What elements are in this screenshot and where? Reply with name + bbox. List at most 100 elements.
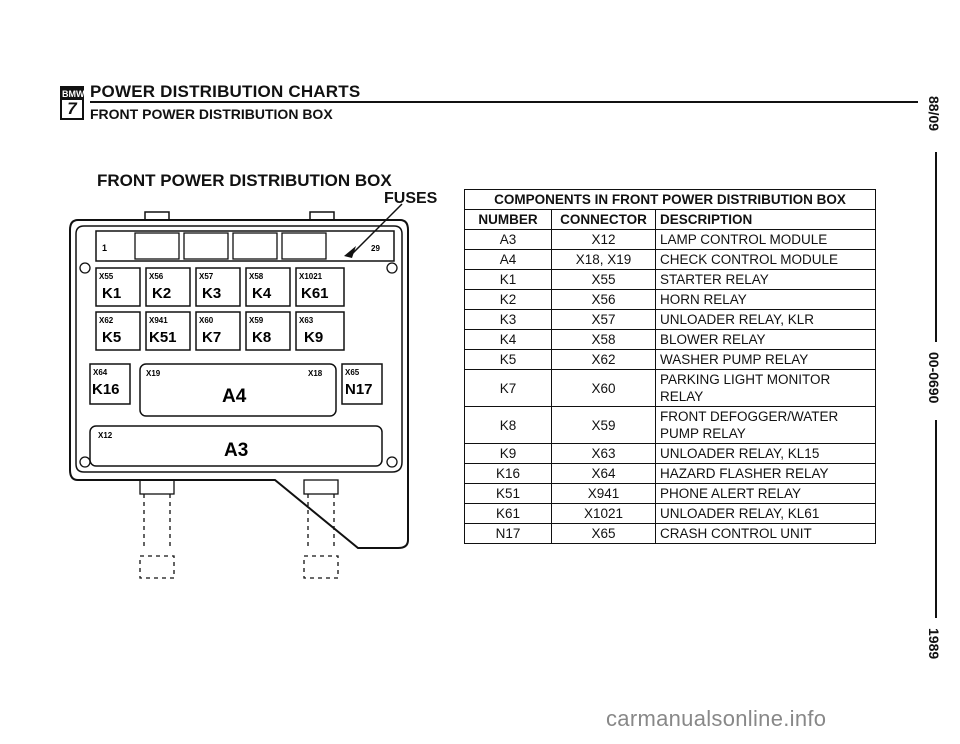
relay-N17: X65 N17	[341, 363, 383, 405]
table-caption: COMPONENTS IN FRONT POWER DISTRIBUTION B…	[464, 189, 876, 210]
cell-number: K5	[464, 349, 552, 370]
cell-connector: X18, X19	[551, 249, 656, 270]
cell-description: BLOWER RELAY	[655, 329, 876, 350]
cell-description: PHONE ALERT RELAY	[655, 483, 876, 504]
top-tab-right	[309, 211, 335, 221]
cell-description: UNLOADER RELAY, KLR	[655, 309, 876, 330]
a4-connector-left: X19	[146, 369, 161, 378]
cell-connector: X60	[551, 369, 656, 407]
cell-number: N17	[464, 523, 552, 544]
cell-description: PARKING LIGHT MONITOR RELAY	[655, 369, 876, 407]
cell-number: K8	[464, 406, 552, 444]
fuse-strip	[95, 230, 395, 262]
fuse-blocks	[134, 232, 327, 260]
relay-connector: X65	[345, 368, 360, 377]
cell-connector: X12	[551, 229, 656, 250]
fuses-leader-line	[349, 203, 403, 257]
cell-connector: X62	[551, 349, 656, 370]
relay-label: K8	[252, 329, 271, 346]
relay-K2: X56 K2	[145, 267, 191, 307]
relay-connector: X56	[149, 272, 164, 281]
cell-description: STARTER RELAY	[655, 269, 876, 290]
cell-number: A3	[464, 229, 552, 250]
relay-label: K4	[252, 285, 272, 302]
relay-connector: X59	[249, 316, 264, 325]
margin-year: 1989	[926, 628, 942, 660]
relay-label: K51	[149, 329, 177, 346]
cell-connector: X55	[551, 269, 656, 290]
cell-description: CRASH CONTROL UNIT	[655, 523, 876, 544]
relay-connector: X1021	[299, 272, 323, 281]
cell-description: LAMP CONTROL MODULE	[655, 229, 876, 250]
relay-connector: X57	[199, 272, 214, 281]
relay-connector: X63	[299, 316, 314, 325]
cell-connector: X941	[551, 483, 656, 504]
cell-connector: X1021	[551, 503, 656, 524]
a3-label: A3	[224, 440, 248, 461]
cell-number: K4	[464, 329, 552, 350]
relay-label: K3	[202, 285, 221, 302]
relay-K3: X57 K3	[195, 267, 241, 307]
cell-number: K9	[464, 443, 552, 464]
mount-hole	[79, 262, 91, 274]
relay-connector: X58	[249, 272, 264, 281]
housing-outline	[69, 219, 409, 549]
relay-label: K9	[304, 329, 323, 346]
cell-description: CHECK CONTROL MODULE	[655, 249, 876, 270]
fuses-arrow	[344, 246, 356, 258]
col-description: DESCRIPTION	[655, 209, 876, 230]
mount-hole	[386, 456, 398, 468]
cell-connector: X57	[551, 309, 656, 330]
relay-label: K2	[152, 285, 171, 302]
module-A3: X12 A3	[89, 425, 383, 467]
figure-title: FRONT POWER DISTRIBUTION BOX	[97, 171, 392, 190]
fuse-number-first: 1	[102, 243, 107, 253]
relay-connector: X55	[99, 272, 114, 281]
col-connector: CONNECTOR	[551, 209, 656, 230]
col-number: NUMBER	[464, 209, 552, 230]
cell-description: UNLOADER RELAY, KL61	[655, 503, 876, 524]
cell-description: FRONT DEFOGGER/WATER PUMP RELAY	[655, 406, 876, 444]
page-subtitle: FRONT POWER DISTRIBUTION BOX	[90, 106, 333, 122]
relay-connector: X64	[93, 368, 108, 377]
cell-connector: X56	[551, 289, 656, 310]
page-title: POWER DISTRIBUTION CHARTS	[90, 82, 361, 101]
relay-label: K16	[92, 381, 120, 398]
cell-connector: X58	[551, 329, 656, 350]
relay-connector: X62	[99, 316, 114, 325]
cell-connector: X59	[551, 406, 656, 444]
cell-description: HORN RELAY	[655, 289, 876, 310]
relay-K5: X62 K5	[95, 311, 141, 351]
relay-label: K7	[202, 329, 221, 346]
cell-number: K1	[464, 269, 552, 290]
cell-description: WASHER PUMP RELAY	[655, 349, 876, 370]
bmw-7-logo: BMW 7	[60, 86, 85, 120]
cell-number: K2	[464, 289, 552, 310]
components-table: COMPONENTS IN FRONT POWER DISTRIBUTION B…	[464, 189, 876, 544]
cell-number: K61	[464, 503, 552, 524]
a3-connector: X12	[98, 431, 113, 440]
relay-connector: X60	[199, 316, 214, 325]
cell-number: K3	[464, 309, 552, 330]
relay-K8: X59 K8	[245, 311, 291, 351]
cell-number: K51	[464, 483, 552, 504]
relay-label: N17	[345, 381, 373, 398]
fuse-number-last: 29	[371, 244, 380, 253]
mount-hole	[386, 262, 398, 274]
relay-K1: X55 K1	[95, 267, 141, 307]
cell-number: K7	[464, 369, 552, 407]
relay-label: K61	[301, 285, 329, 302]
cell-number: K16	[464, 463, 552, 484]
